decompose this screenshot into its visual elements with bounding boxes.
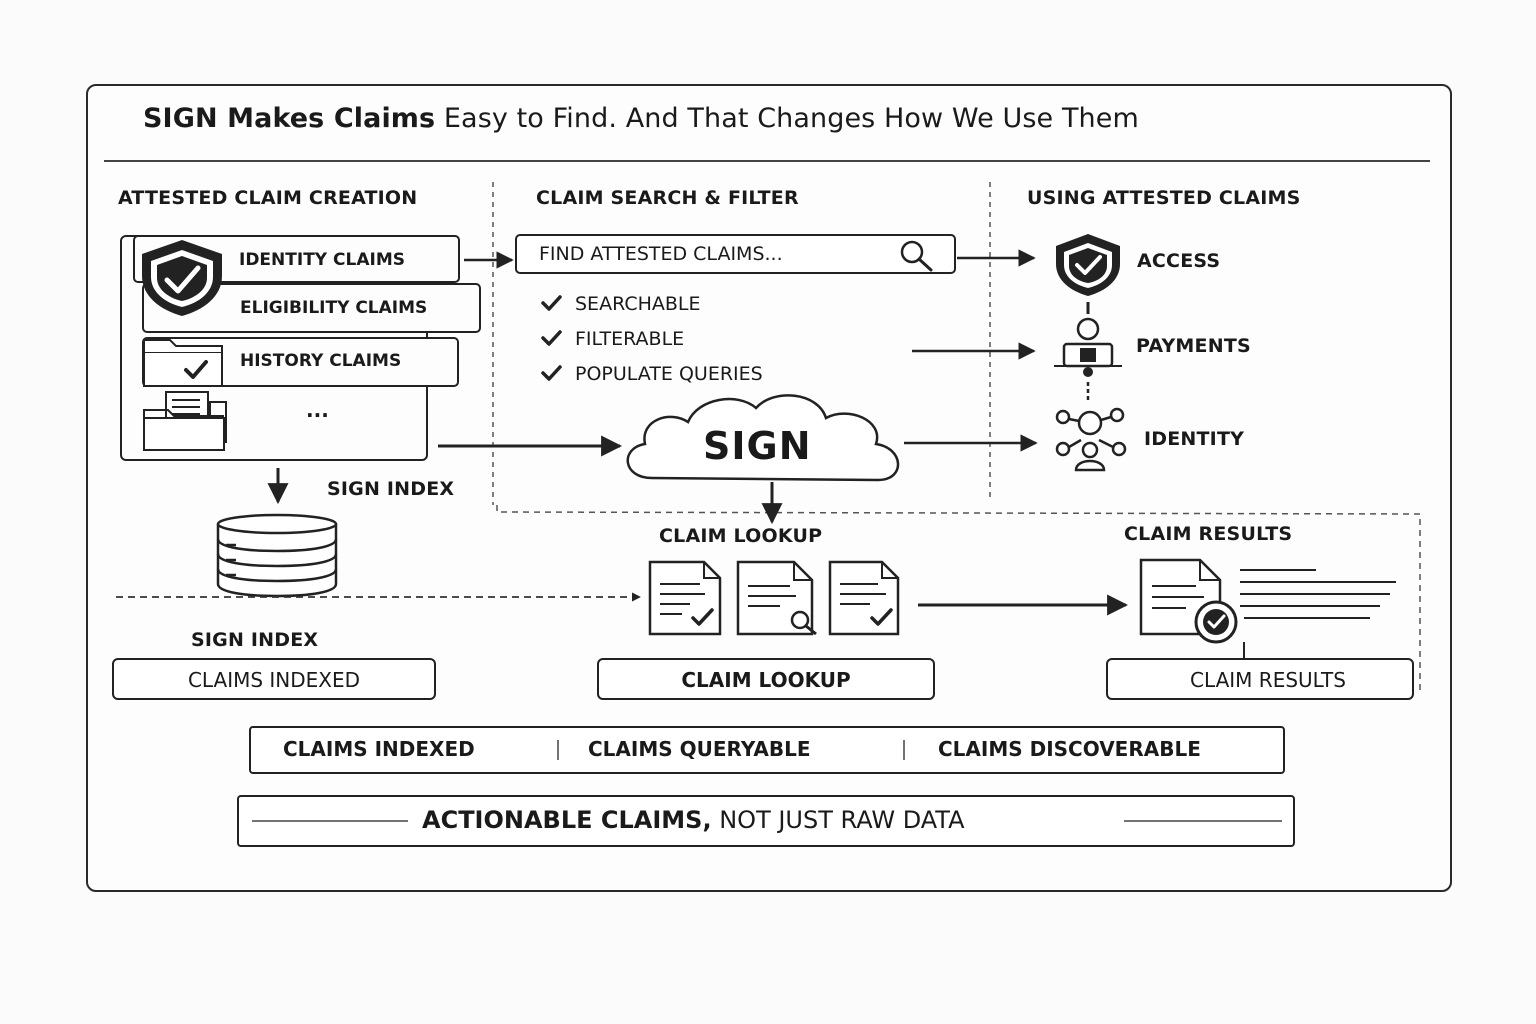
eligibility-claim-card: [142, 283, 481, 333]
column-header-search: CLAIM SEARCH & FILTER: [536, 187, 799, 209]
document-check-icon: [648, 560, 722, 636]
check-icon: [541, 295, 562, 311]
claim-results-box-label: CLAIM RESULTS: [1190, 668, 1346, 692]
use-payments-label: PAYMENTS: [1136, 335, 1251, 357]
search-input[interactable]: FIND ATTESTED CLAIMS...: [539, 243, 783, 265]
claim-lookup-box: [597, 658, 935, 700]
summary-claims-indexed: CLAIMS INDEXED: [283, 737, 475, 761]
claim-results-title: CLAIM RESULTS: [1124, 523, 1293, 545]
claim-results-box: [1106, 658, 1414, 700]
search-box[interactable]: [515, 234, 956, 274]
history-claims-label: HISTORY CLAIMS: [240, 351, 402, 371]
column-header-creation: ATTESTED CLAIM CREATION: [118, 187, 418, 209]
shield-check-icon: [1056, 234, 1120, 296]
person-card-icon: [1054, 317, 1122, 377]
folder-documents-icon: [143, 391, 227, 451]
footer-tagline: ACTIONABLE CLAIMS, NOT JUST RAW DATA: [422, 806, 965, 834]
result-document-icon: [1139, 558, 1396, 660]
sign-hub-label: SIGN: [703, 424, 812, 468]
cloud-icon: [626, 394, 900, 482]
database-icon: [216, 513, 338, 598]
feature-filterable: FILTERABLE: [575, 328, 685, 350]
document-search-icon: [736, 560, 817, 636]
claims-indexed-box: [112, 658, 436, 700]
summary-claims-queryable: CLAIMS QUERYABLE: [588, 737, 811, 761]
page-title: SIGN Makes Claims Easy to Find. And That…: [143, 103, 1139, 134]
document-check-icon: [828, 560, 900, 636]
shield-check-icon: [142, 240, 222, 316]
sign-index-title: SIGN INDEX: [191, 629, 319, 651]
column-header-using: USING ATTESTED CLAIMS: [1027, 187, 1301, 209]
summary-bar: [249, 726, 1285, 774]
feature-searchable: SEARCHABLE: [575, 293, 701, 315]
more-claims-ellipsis: ...: [306, 398, 329, 422]
search-icon[interactable]: [900, 240, 933, 272]
summary-claims-discoverable: CLAIMS DISCOVERABLE: [938, 737, 1201, 761]
identity-claims-label: IDENTITY CLAIMS: [239, 250, 405, 270]
check-icon: [541, 330, 562, 346]
sign-index-label: SIGN INDEX: [327, 478, 455, 500]
lookup-region-border: [496, 505, 1421, 690]
footer-bar: [237, 795, 1295, 847]
claim-lookup-box-label: CLAIM LOOKUP: [681, 668, 851, 692]
claim-lookup-title: CLAIM LOOKUP: [659, 525, 823, 547]
claims-indexed-box-label: CLAIMS INDEXED: [187, 668, 361, 692]
feature-populate-queries: POPULATE QUERIES: [575, 363, 763, 385]
folder-check-icon: [143, 339, 223, 387]
network-people-icon: [1055, 407, 1127, 472]
use-access-label: ACCESS: [1137, 250, 1221, 272]
eligibility-claims-label: ELIGIBILITY CLAIMS: [240, 298, 428, 318]
use-identity-label: IDENTITY: [1144, 428, 1245, 450]
check-icon: [541, 365, 562, 381]
